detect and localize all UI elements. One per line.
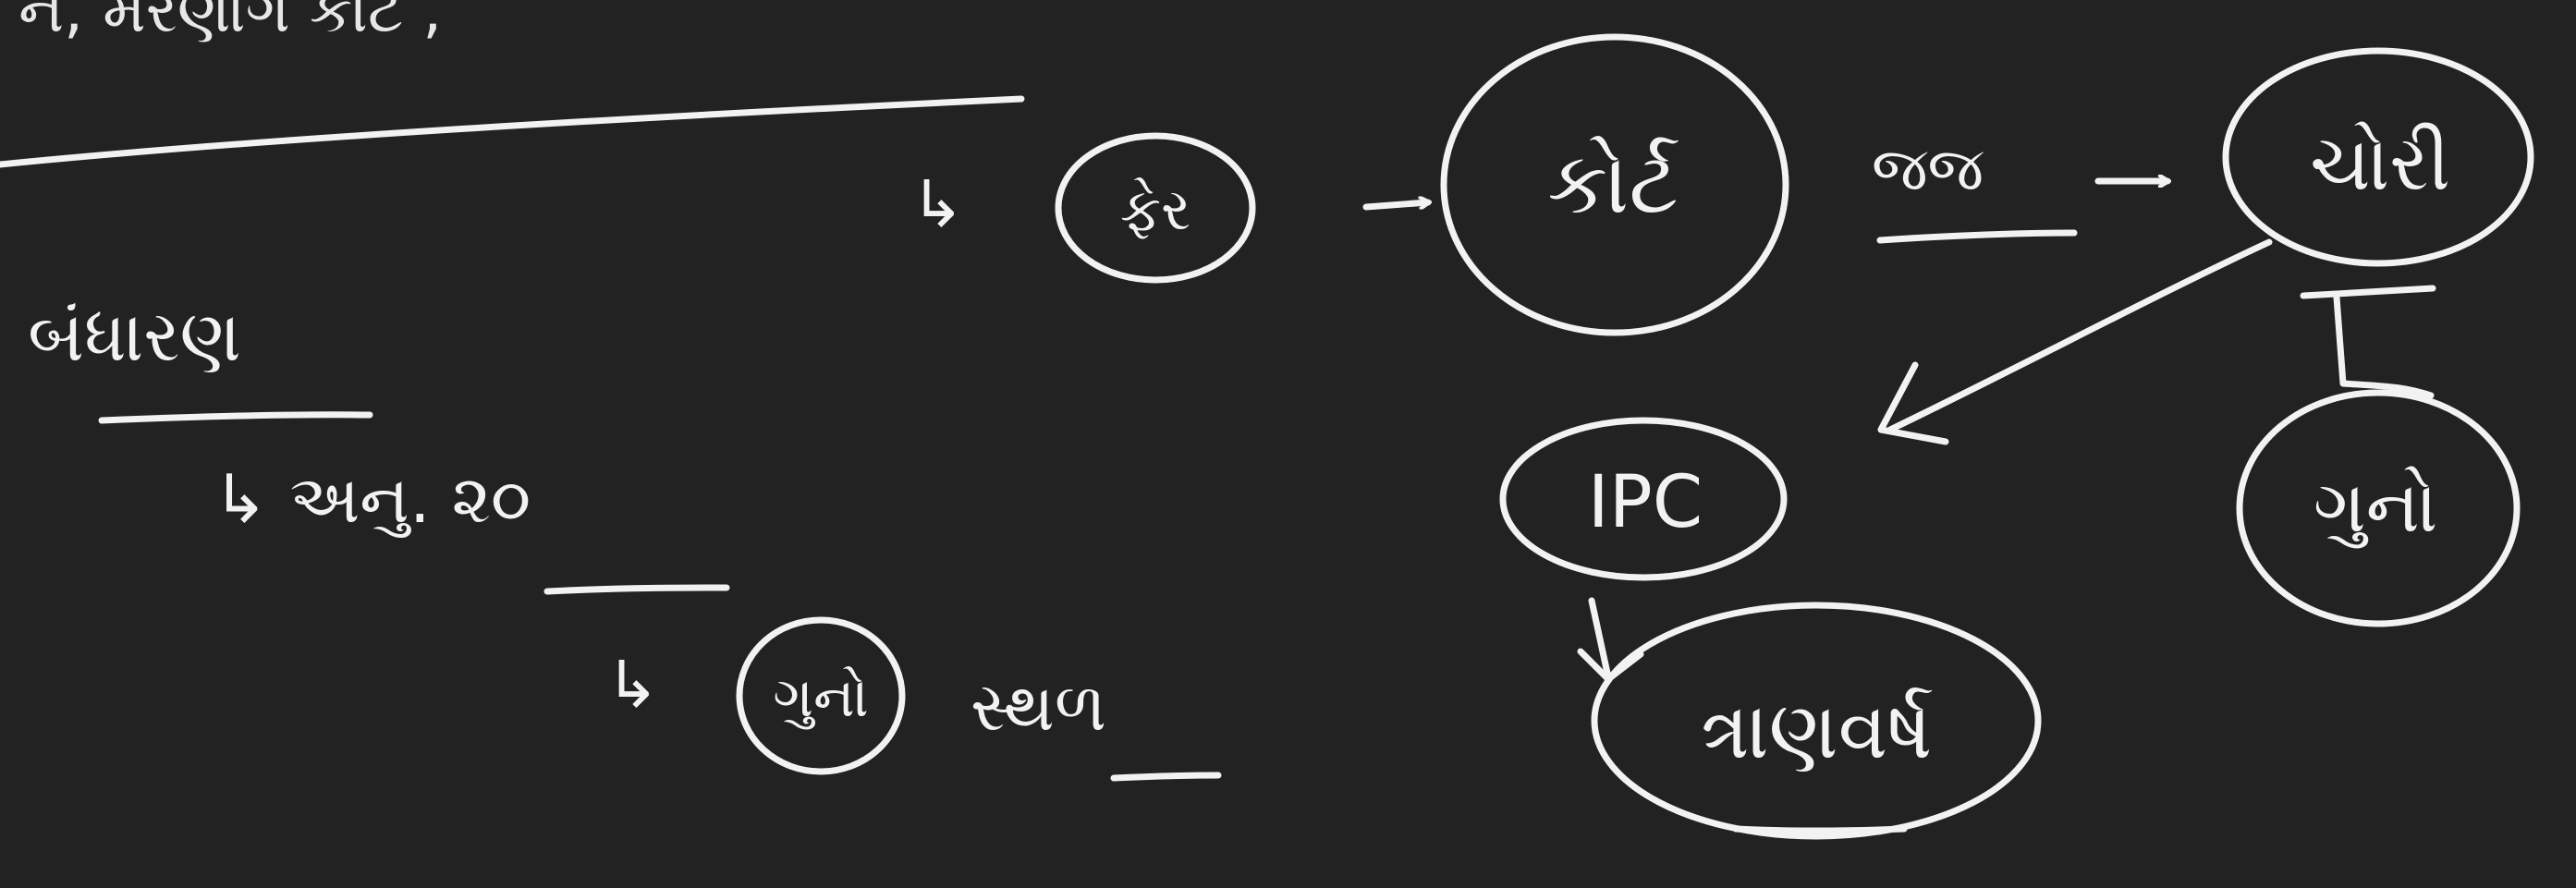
node-theft-circle (2222, 47, 2534, 267)
arrow-ipc-to-years (1588, 597, 1612, 681)
heading-underline (98, 411, 373, 424)
node-fer: ફેર (1120, 176, 1190, 243)
three-years-underline (1732, 825, 1908, 834)
crime-suffix-underline (1110, 772, 1222, 782)
top-text-fragment: ન, મરણાગ કોર્ટ , (18, 0, 442, 46)
arrow-theft-to-crime (2333, 294, 2435, 399)
node-crime-right-circle (2236, 389, 2521, 627)
node-ipc-circle (1499, 417, 1788, 581)
arrow-theft-to-ipc (1886, 238, 2273, 433)
arrow-fer-to-court (1362, 202, 1428, 211)
node-crime-right: ગુનો (2314, 466, 2438, 549)
theft-crime-bar (2300, 285, 2436, 299)
crime-line-prefix: ↳ (605, 647, 660, 723)
mid-label-judge: જજ (1872, 136, 1984, 204)
crime-word: ગુનો (773, 665, 869, 730)
crime-suffix: સ્થળ (971, 668, 1106, 746)
article-line: ↳ અનુ. ૨૦ (213, 460, 531, 538)
node-ipc: IPC (1588, 461, 1703, 544)
article-number-underline (543, 584, 730, 595)
node-fer-circle (1055, 132, 1256, 284)
mid-label-underline (1876, 229, 2078, 244)
crime-circle (736, 616, 906, 775)
heading-bandharan: બંધારણ (28, 295, 241, 377)
node-theft: ચોરી (2310, 120, 2450, 208)
node-court-circle (1440, 33, 1789, 336)
node-three-years: ત્રાણવર્ષ (1701, 685, 1933, 777)
node-three-years-circle (1591, 602, 2042, 840)
node-court: કોર્ટ (1547, 134, 1679, 233)
flow-branch-prefix: ↳ (910, 166, 965, 242)
top-divider-stroke (0, 95, 1025, 168)
arrow-theft-to-ipc-head (1877, 361, 1949, 445)
